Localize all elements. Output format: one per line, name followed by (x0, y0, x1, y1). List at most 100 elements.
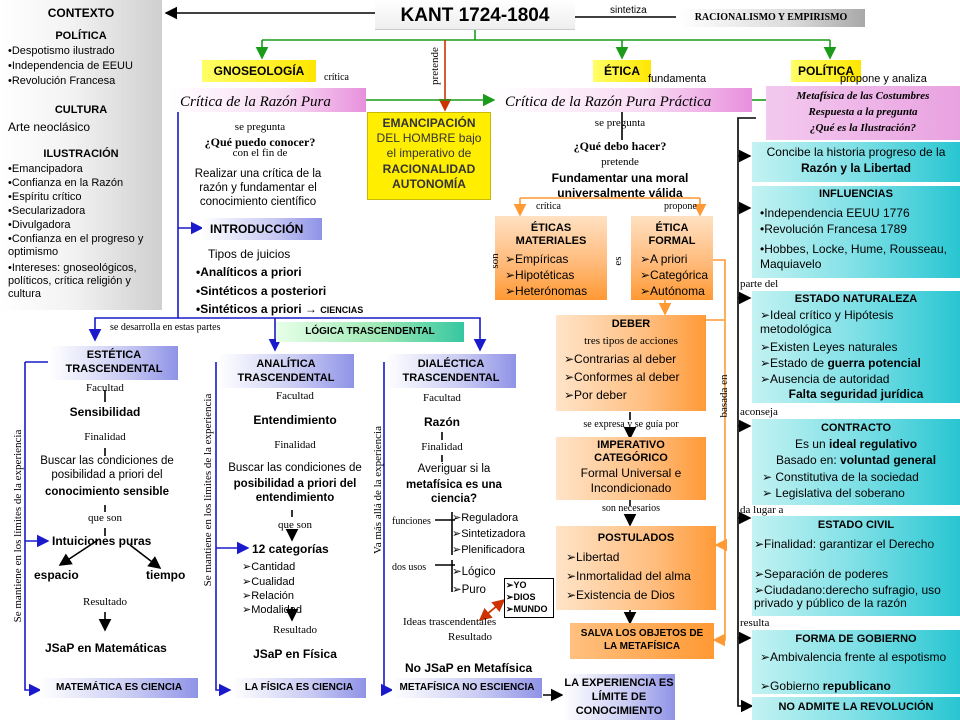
ana-fin-b: posibilidad a priori del entendimiento (233, 478, 357, 504)
gn-con-el-fin: con el fin de (232, 147, 288, 159)
naturaleza-item: ➢Estado de (760, 356, 828, 370)
falta-seguridad: Falta seguridad jurídica (788, 387, 924, 401)
materiales-heading: ÉTICAS MATERIALES (515, 222, 587, 247)
juicio-item: •Sintéticos a posteriori (196, 284, 327, 298)
dia-func-item: ➢Sintetizadora (452, 528, 526, 540)
postulado-item: ➢Existencia de Dios (566, 588, 675, 602)
context-politica-item: •Independencia de EEUU (8, 60, 133, 72)
gobierno-item: ➢Ambivalencia frente al espotismo (760, 650, 947, 664)
concibe-a: Concibe la historia progreso de la (766, 145, 946, 159)
salva-label: SALVA LOS OBJETOS DE LA METAFÍSICA (580, 628, 704, 652)
imperativo-box (556, 437, 706, 500)
se-desarrolla-label: se desarrolla en estas partes (110, 322, 221, 333)
naturaleza-item: ➢Ausencia de autoridad (760, 372, 890, 386)
influencias-heading: INFLUENCIAS (819, 188, 893, 200)
postulado-item: ➢Libertad (566, 550, 620, 564)
imperativo-text: Formal Universal e Incondicionado (580, 466, 682, 495)
naturaleza-heading: ESTADO NATURALEZA (794, 293, 918, 305)
concibe-box (752, 142, 960, 182)
revolucion-box (752, 697, 960, 720)
dia-finalidad: Finalidad (421, 441, 463, 453)
gn-fin: Realizar una crítica de la razón y funda… (194, 168, 322, 208)
est-espacio: espacio (34, 568, 79, 582)
concibe-b: Razón y la Libertad (800, 161, 912, 175)
civil-item: ➢Finalidad: garantizar el Derecho (754, 537, 935, 551)
gobierno-item: ➢Gobierno (760, 679, 823, 693)
formal-item: ➢Autónoma (640, 284, 705, 298)
politica-rel: propone y analiza (840, 73, 927, 85)
logica-box (276, 322, 464, 342)
se-expresa-label: se expresa y se guía por (583, 419, 679, 430)
ana-cat-item: ➢Relación (242, 590, 295, 602)
introduccion-label: INTRODUCCIÓN (210, 222, 304, 236)
naturaleza-item: ➢Ideal crítico y Hipótesis metodológica (760, 308, 894, 336)
analitica-heading: ANALÍTICA TRASCENDENTAL (237, 358, 335, 384)
est-resultado: Resultado (83, 596, 127, 608)
contrato-box (752, 419, 960, 505)
dia-fin-b: metafísica es una ciencia? (406, 479, 502, 505)
postulados-box (556, 526, 716, 610)
pol-book-line: Metafísica de las Costumbres (796, 90, 930, 102)
emancipacion-line: el imperativo de (386, 146, 472, 160)
gn-question: ¿Qué puedo conocer? (204, 135, 316, 149)
context-politica-item: •Revolución Francesa (8, 75, 116, 87)
est-res: JSaP en Matemáticas (45, 641, 167, 655)
salva-box (570, 623, 714, 659)
dialectica-box (386, 354, 516, 388)
context-ilustracion-item: •Secularizadora (8, 205, 86, 217)
dialectica-heading: DIALÉCTICA TRASCENDENTAL (402, 358, 500, 384)
son-label: son (489, 253, 501, 269)
material-item: ➢Hipotéticas (505, 268, 575, 282)
est-fac-val: Sensibilidad (69, 405, 141, 419)
pretende-label: pretende (429, 47, 441, 85)
civil-item: ➢Ciudadano:derecho sufragio, uso privado… (754, 583, 941, 610)
politica-tag-box (791, 60, 861, 82)
dia-resultado: Resultado (448, 631, 492, 643)
ana-resultado: Resultado (273, 624, 317, 636)
dia-side-label: Va más allá de la experiencia (372, 426, 384, 554)
civil-box (752, 516, 960, 616)
fisica-footer: LA FÍSICA ES CIENCIA (244, 682, 354, 693)
est-facultad: Facultad (86, 382, 124, 394)
necesarios-label: son necesarios (601, 503, 661, 514)
context-cultura-heading: CULTURA (54, 104, 108, 116)
aconseja-label: aconseja (740, 406, 778, 418)
deber-heading: DEBER (611, 318, 651, 330)
imperativo-heading: IMPERATIVO CATEGÓRICO (594, 439, 668, 464)
et-se-pregunta: se pregunta (594, 117, 646, 129)
emancipacion-box (367, 112, 491, 200)
emancipacion-line: DEL HOMBRE bajo (376, 131, 482, 145)
dia-uso-item: ➢Puro (452, 584, 486, 596)
accion-item: ➢Conformes al deber (564, 370, 680, 384)
est-finalidad: Finalidad (84, 431, 126, 443)
ana-finalidad: Finalidad (274, 439, 316, 451)
et-critica-label: crítica (536, 201, 561, 212)
accion-item: ➢Por deber (564, 388, 627, 402)
dia-func-item: ➢Reguladora (452, 512, 519, 524)
emancipacion-line: EMANCIPACIÓN (382, 116, 476, 130)
estetica-heading: ESTÉTICA TRASCENDENTAL (65, 349, 163, 375)
contrato-heading: CONTRACTO (820, 422, 892, 434)
etica-tag: ÉTICA (604, 64, 640, 78)
ana-fac-val: Entendimiento (253, 413, 337, 427)
ideal-regulativo: ideal regulativo (829, 437, 918, 451)
postulados-heading: POSTULADOS (597, 532, 675, 544)
parte-del-label: parte del (740, 278, 779, 290)
materiales-box (495, 216, 607, 300)
title-box (375, 0, 575, 30)
etica-rel: fundamenta (648, 73, 707, 85)
contrato-es-un: Es un (794, 437, 826, 451)
deber-tres: tres tipos de acciones (584, 335, 678, 347)
et-fund: Fundamentar una moral universalmente vál… (551, 171, 689, 200)
material-item: ➢Heterónomas (505, 284, 588, 298)
juicio-item: •Analíticos a priori (196, 265, 302, 279)
dia-uso-item: ➢Lógico (452, 566, 496, 578)
influencia-item: •Independencia EEUU 1776 (760, 206, 910, 220)
revolucion-label: NO ADMITE LA REVOLUCIÓN (778, 701, 934, 713)
context-panel (0, 0, 162, 310)
pol-book-line: ¿Qué es la Ilustración? (809, 122, 917, 134)
formal-item: ➢A priori (640, 252, 688, 266)
ana-facultad: Facultad (276, 390, 314, 402)
material-item: ➢Empíricas (505, 252, 569, 266)
